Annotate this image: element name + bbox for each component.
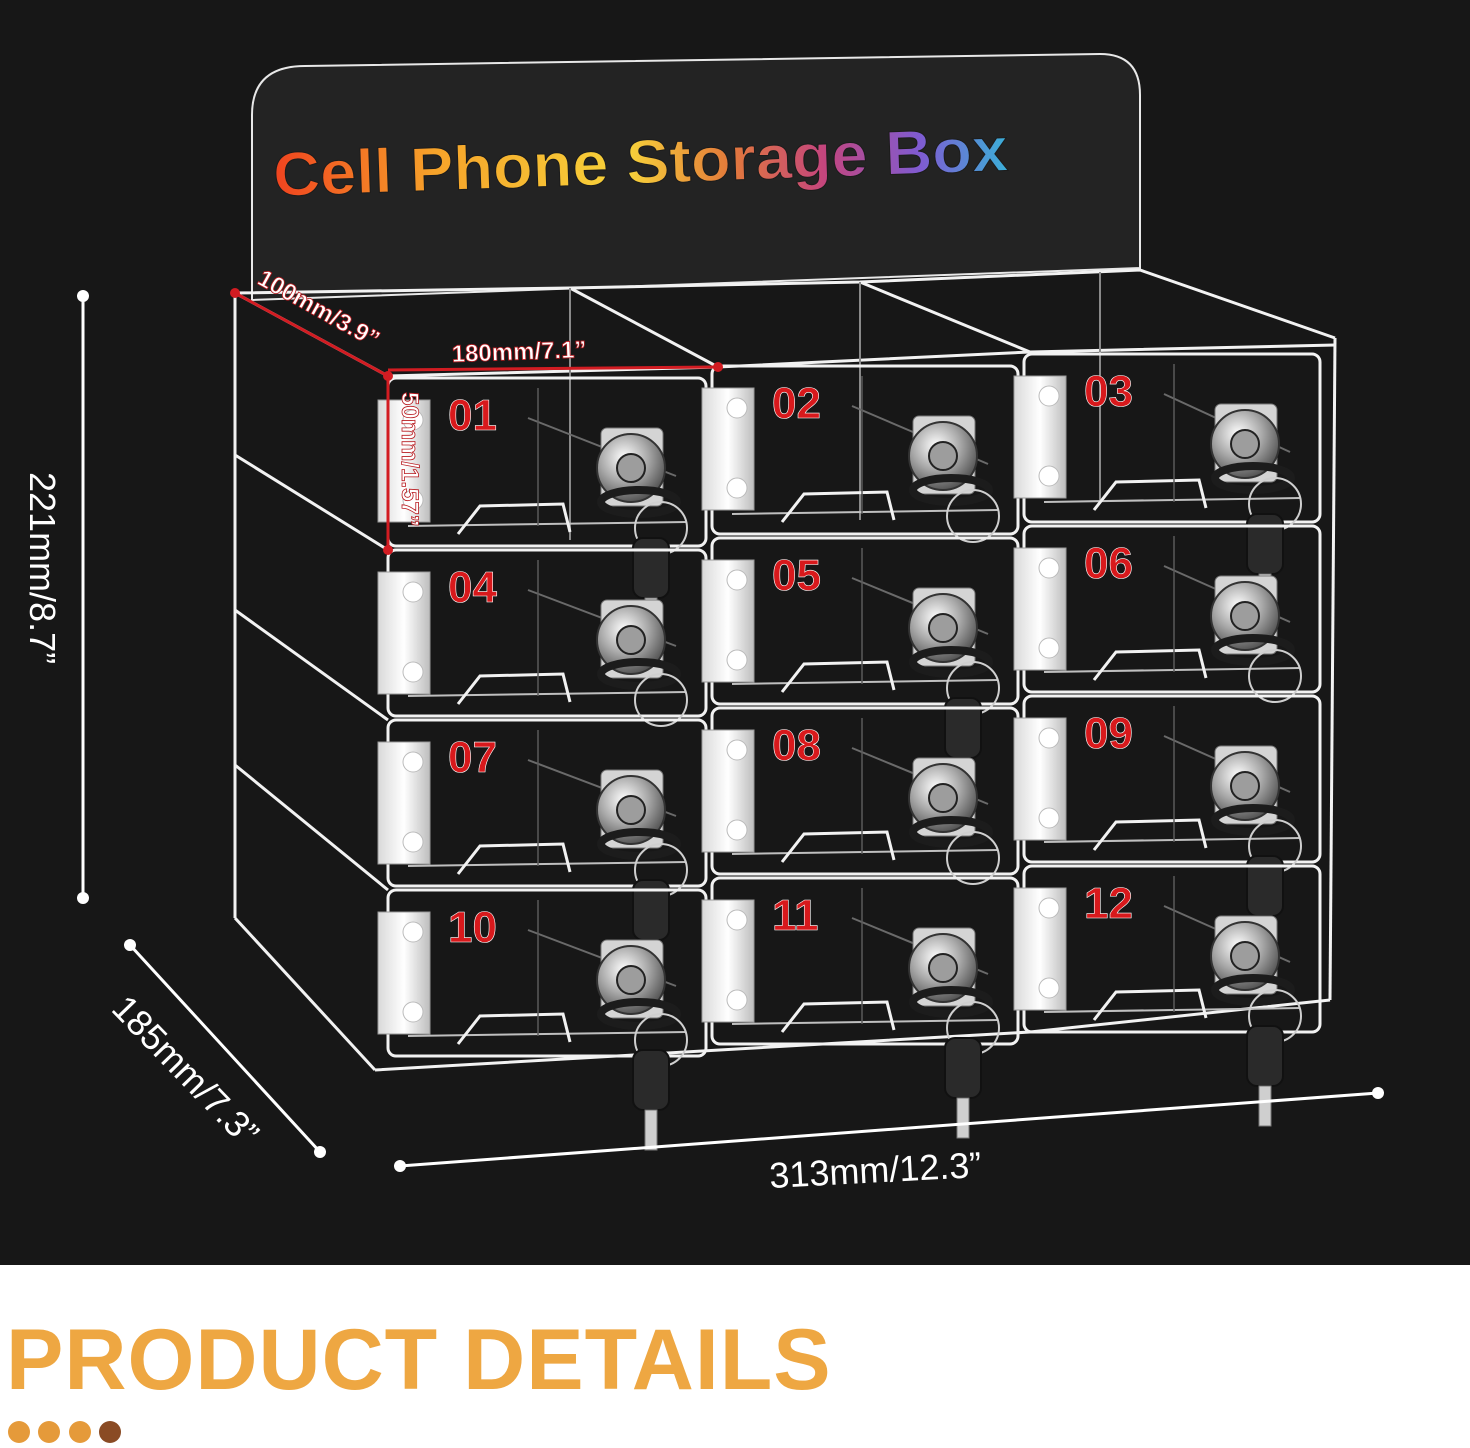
compartment-number: 10 [448,903,497,952]
hinge-icon [1013,887,1067,1011]
finger-notch [780,490,896,523]
hinge-icon [701,899,755,1023]
compartment-number: 04 [448,563,497,612]
compartment-number: 11 [772,891,819,940]
lock-icon[interactable] [908,927,1000,1055]
hinge-icon [701,387,755,511]
door-dimension-marks [230,288,723,555]
lock-icon[interactable] [596,427,688,555]
compartment-number: 02 [772,379,821,428]
lock-icon[interactable] [596,769,688,897]
compartment-door[interactable]: 03 [1013,352,1322,615]
dot-icon [38,1421,61,1443]
finger-notch [1092,478,1208,511]
hinge-icon [1013,547,1067,671]
finger-notch [1092,818,1208,851]
details-section: PRODUCT DETAILS [0,1265,1470,1443]
dot-icon [99,1421,122,1443]
header-panel [251,52,1141,302]
compartment-number: 08 [772,721,821,770]
dimension-door-width: 180mm/7.1” [451,336,587,368]
hinge-icon [701,559,755,683]
section-heading: PRODUCT DETAILS [6,1312,832,1408]
compartment-door[interactable]: 09 [1013,694,1322,957]
finger-notch [780,660,896,693]
key-icon[interactable] [944,1037,982,1139]
lock-icon[interactable] [908,757,1000,885]
dimension-total-height: 221mm/8.7” [22,472,63,664]
hinge-icon [701,729,755,853]
lock-icon[interactable] [1210,575,1302,703]
product-photo: Cell Phone Storage Box [0,0,1470,1265]
compartment-door[interactable]: 08 [701,706,1020,885]
compartment-door[interactable]: 11 [701,876,1020,1139]
compartment-number: 09 [1084,709,1133,758]
dimension-total-width: 313mm/12.3” [768,1144,982,1196]
compartment-number: 06 [1084,539,1133,588]
finger-notch [780,1000,896,1033]
finger-notch [456,672,572,705]
compartment-number: 07 [448,733,497,782]
hinge-icon [1013,375,1067,499]
compartment-door[interactable]: 06 [1013,524,1322,703]
hinge-icon [377,911,431,1035]
lock-icon[interactable] [1210,915,1302,1043]
lock-icon[interactable] [908,415,1000,543]
lock-icon[interactable] [1210,403,1302,531]
key-icon[interactable] [1246,1025,1284,1127]
overall-dimension-lines [77,290,1384,1172]
key-icon[interactable] [632,1049,670,1151]
decorative-dots [8,1421,125,1443]
lock-icon[interactable] [908,587,1000,715]
compartment-door[interactable]: 10 [377,888,708,1151]
storage-box-illustration: Cell Phone Storage Box [22,52,1384,1196]
compartment-number: 05 [772,551,821,600]
hinge-icon [377,741,431,865]
compartment-door[interactable]: 02 [701,364,1020,543]
dimension-door-height: 50mm/1.57” [396,392,423,527]
compartment-number: 01 [448,391,497,440]
lock-icon[interactable] [596,599,688,727]
lock-icon[interactable] [596,939,688,1067]
dimension-total-depth: 185mm/7.3” [104,987,267,1154]
dot-icon [68,1421,91,1443]
compartment-door[interactable]: 12 [1013,864,1322,1127]
lock-icon[interactable] [1210,745,1302,873]
compartment-door[interactable]: 04 [377,548,708,727]
finger-notch [1092,648,1208,681]
compartment-number: 03 [1084,367,1133,416]
finger-notch [780,830,896,863]
finger-notch [456,842,572,875]
dot-icon [8,1421,30,1443]
hinge-icon [377,571,431,695]
finger-notch [1092,988,1208,1021]
finger-notch [456,1012,572,1045]
finger-notch [456,502,572,535]
hinge-icon [1013,717,1067,841]
compartment-number: 12 [1084,879,1133,928]
compartment-door[interactable]: 05 [701,536,1020,799]
